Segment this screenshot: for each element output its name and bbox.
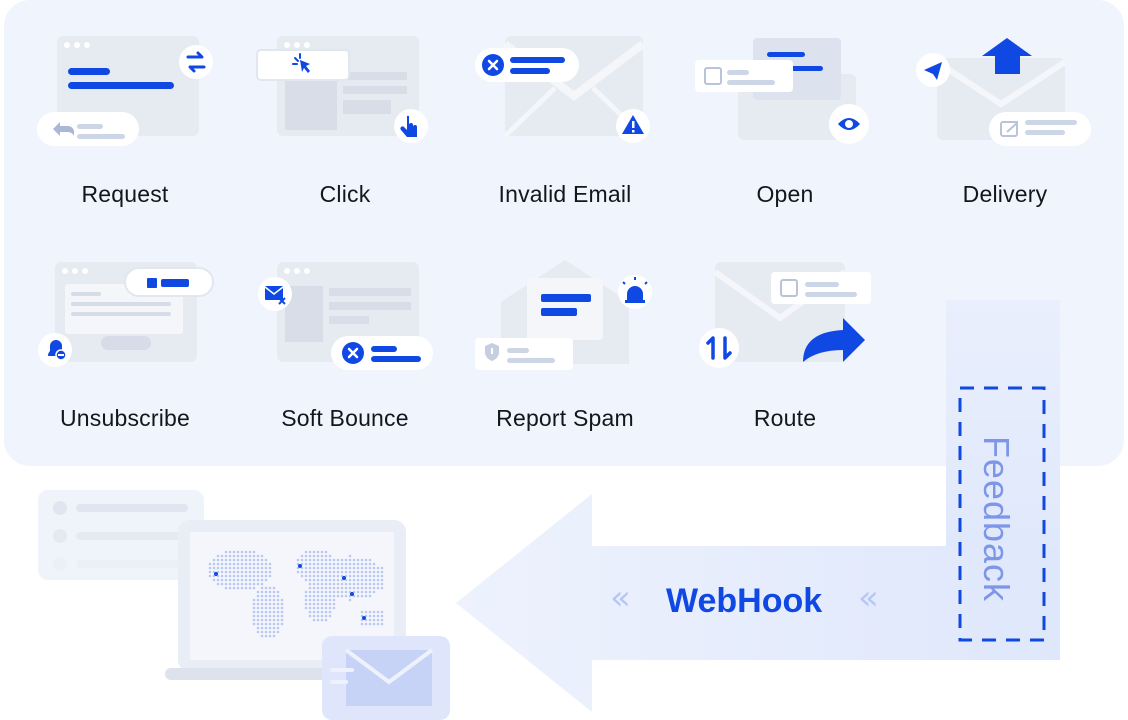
feedback-label: Feedback — [976, 435, 1018, 603]
list-card-icon — [38, 490, 204, 580]
click-icon — [256, 36, 428, 143]
event-unsubscribe: Unsubscribe — [15, 238, 235, 438]
invalid-email-icon — [475, 36, 650, 143]
event-label: Invalid Email — [498, 181, 632, 207]
event-label: Report Spam — [496, 405, 634, 431]
open-icon — [695, 38, 869, 144]
report-spam-icon — [475, 260, 652, 370]
event-open: Open — [675, 14, 895, 214]
event-label: Unsubscribe — [59, 405, 191, 431]
event-click: Click — [235, 14, 455, 214]
soft-bounce-icon — [258, 262, 433, 370]
world-map-laptop-icon — [165, 520, 415, 680]
event-report-spam: Report Spam — [455, 238, 675, 438]
request-icon — [37, 36, 213, 146]
event-soft-bounce: Soft Bounce — [235, 238, 455, 438]
feedback-label-wrap: Feedback — [966, 404, 1026, 634]
delivery-icon — [916, 38, 1091, 146]
event-delivery: Delivery — [895, 14, 1115, 214]
event-label: Delivery — [962, 181, 1048, 207]
event-label: Request — [81, 181, 169, 207]
event-label: Route — [753, 405, 817, 431]
event-label: Soft Bounce — [281, 405, 409, 431]
event-invalid-email: Invalid Email — [455, 14, 675, 214]
webhook-arrow — [456, 494, 1060, 712]
right-chevrons: « — [858, 578, 879, 618]
webhook-label: WebHook — [666, 582, 823, 620]
unsubscribe-icon — [38, 262, 214, 367]
left-chevrons: « — [610, 578, 631, 618]
event-route: Route — [675, 238, 895, 438]
event-request: Request — [15, 14, 235, 214]
route-icon — [699, 262, 871, 368]
envelope-card-icon — [322, 636, 450, 720]
event-label: Click — [319, 181, 371, 207]
event-label: Open — [756, 181, 814, 207]
